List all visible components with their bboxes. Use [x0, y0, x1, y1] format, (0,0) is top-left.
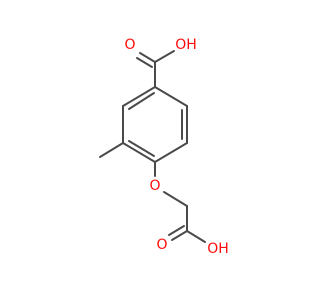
ether-oxygen-label: O — [149, 178, 160, 194]
ether-to-ch2-bond — [163, 191, 188, 207]
molecule-structure: O OH O O OH — [99, 37, 229, 257]
bottom-hydroxyl-label: OH — [207, 241, 229, 257]
ether-linkage: O — [149, 161, 188, 232]
top-carboxyl-group: O OH — [124, 37, 197, 88]
carbonyl-double-bond-b — [136, 57, 153, 68]
methyl-bond — [99, 142, 124, 158]
structure-canvas: O OH O O OH — [99, 37, 229, 257]
bottom-carbonyl-double-bond-b — [168, 225, 185, 236]
benzene-ring — [122, 86, 188, 163]
top-carbonyl-oxygen-label: O — [124, 37, 135, 53]
ring-bond-6-inner — [128, 92, 155, 110]
ring-bond-4-inner — [128, 140, 155, 157]
ring-bond-4 — [122, 142, 156, 163]
bottom-carbonyl-double-bond-a — [171, 230, 188, 241]
ring-bond-6 — [122, 86, 156, 107]
bottom-carbonyl-oxygen-label: O — [156, 237, 167, 253]
hydroxyl-bond-top — [154, 50, 175, 63]
ring-bond-1 — [154, 86, 188, 107]
carbonyl-double-bond-a — [139, 52, 156, 63]
bottom-hydroxyl-bond — [186, 230, 206, 243]
top-hydroxyl-label: OH — [175, 37, 197, 53]
ring-bond-3 — [154, 142, 188, 163]
bottom-carboxyl-group: O OH — [156, 225, 229, 257]
